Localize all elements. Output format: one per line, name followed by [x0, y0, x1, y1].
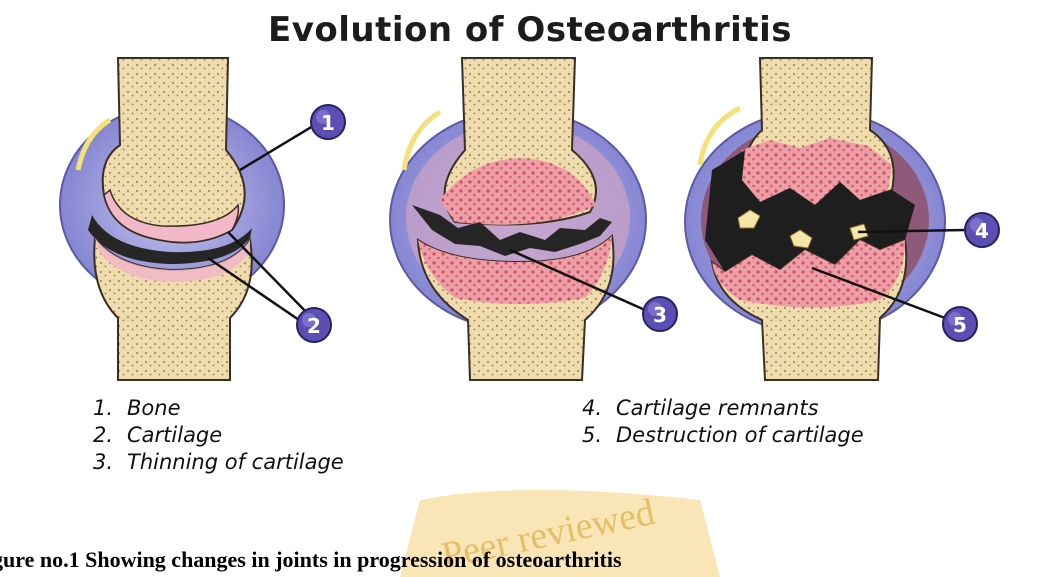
callout-badge-2: 2	[297, 308, 331, 342]
legend-item: 3.Thinning of cartilage	[93, 450, 344, 477]
legend-text: Cartilage	[127, 423, 222, 447]
legend-right: 4.Cartilage remnants 5.Destruction of ca…	[582, 396, 864, 450]
legend-text: Destruction of cartilage	[616, 423, 864, 447]
figure-caption: gure no.1 Showing changes in joints in p…	[0, 547, 622, 573]
legend-item: 5.Destruction of cartilage	[582, 423, 864, 450]
inflamed-bone-upper	[740, 138, 892, 205]
legend-number: 2.	[93, 423, 127, 447]
legend-text: Cartilage remnants	[616, 396, 819, 420]
legend-text: Thinning of cartilage	[127, 450, 344, 474]
legend-number: 3.	[93, 450, 127, 474]
callout-badge-5: 5	[943, 307, 977, 341]
callout-label-3: 3	[653, 303, 667, 327]
legend-number: 5.	[582, 423, 616, 447]
callout-badge-4: 4	[965, 213, 999, 247]
callout-badge-1: 1	[311, 105, 345, 139]
legend-number: 1.	[93, 396, 127, 420]
figure-title: Evolution of Osteoarthritis	[230, 10, 830, 50]
joint-healthy	[60, 58, 318, 380]
callout-badge-3: 3	[643, 297, 677, 331]
legend-left: 1.Bone 2.Cartilage 3.Thinning of cartila…	[93, 396, 344, 477]
legend-item: 1.Bone	[93, 396, 344, 423]
callout-label-2: 2	[307, 314, 321, 338]
callout-label-1: 1	[321, 111, 335, 135]
legend-number: 4.	[582, 396, 616, 420]
joint-destruction	[685, 58, 965, 380]
legend-item: 2.Cartilage	[93, 423, 344, 450]
joint-thinning	[390, 58, 646, 380]
legend-text: Bone	[127, 396, 180, 420]
callout-label-4: 4	[975, 219, 989, 243]
legend-item: 4.Cartilage remnants	[582, 396, 864, 423]
callout-label-5: 5	[953, 313, 967, 337]
